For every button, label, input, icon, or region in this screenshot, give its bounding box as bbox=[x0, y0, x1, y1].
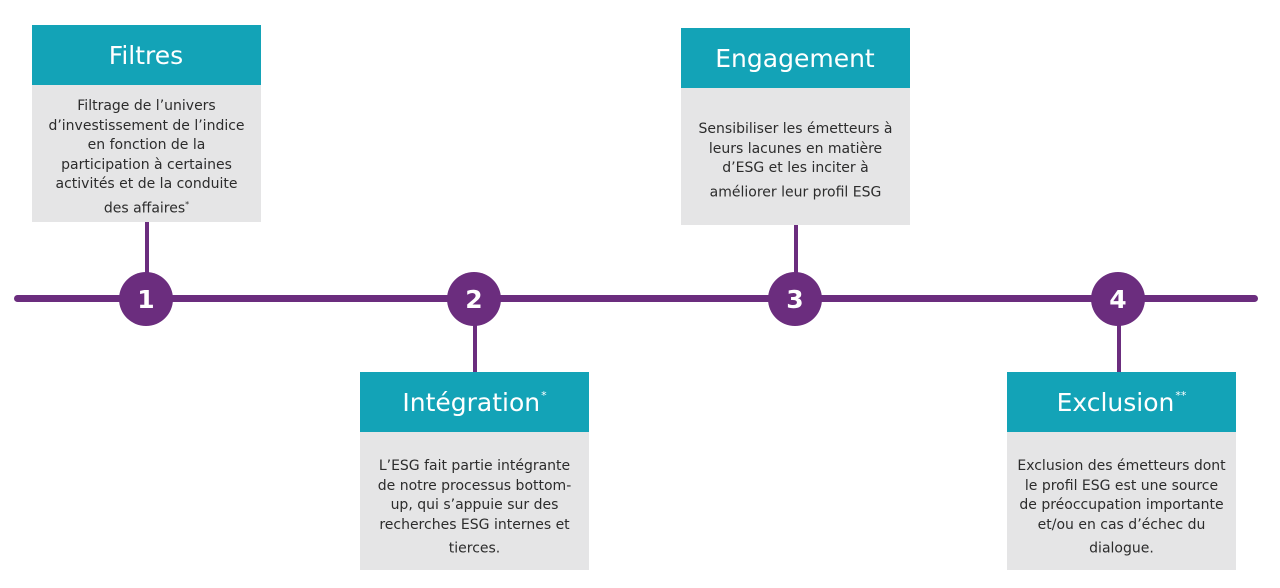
connector-2 bbox=[473, 298, 477, 372]
step-title: Filtres bbox=[32, 25, 261, 85]
step-number-4: 4 bbox=[1091, 272, 1145, 326]
step-card-exclusion: Exclusion** Exclusion des émetteurs dont… bbox=[1007, 372, 1236, 570]
step-number-2: 2 bbox=[447, 272, 501, 326]
step-number-1: 1 bbox=[119, 272, 173, 326]
connector-4 bbox=[1117, 298, 1121, 372]
step-description: Sensibiliser les émetteurs à leurs lacun… bbox=[681, 88, 910, 225]
step-title: Intégration* bbox=[360, 372, 589, 432]
step-number-3: 3 bbox=[768, 272, 822, 326]
step-card-filtres: Filtres Filtrage de l’univers d’investis… bbox=[32, 25, 261, 222]
step-title: Engagement bbox=[681, 28, 910, 88]
step-description: Filtrage de l’univers d’investissement d… bbox=[32, 85, 261, 222]
step-title: Exclusion** bbox=[1007, 372, 1236, 432]
step-description: L’ESG fait partie intégrante de notre pr… bbox=[360, 432, 589, 570]
timeline-line bbox=[14, 295, 1258, 302]
step-card-integration: Intégration* L’ESG fait partie intégrant… bbox=[360, 372, 589, 570]
step-description: Exclusion des émetteurs dont le profil E… bbox=[1007, 432, 1236, 570]
connector-3 bbox=[794, 225, 798, 298]
step-card-engagement: Engagement Sensibiliser les émetteurs à … bbox=[681, 28, 910, 225]
connector-1 bbox=[145, 222, 149, 298]
